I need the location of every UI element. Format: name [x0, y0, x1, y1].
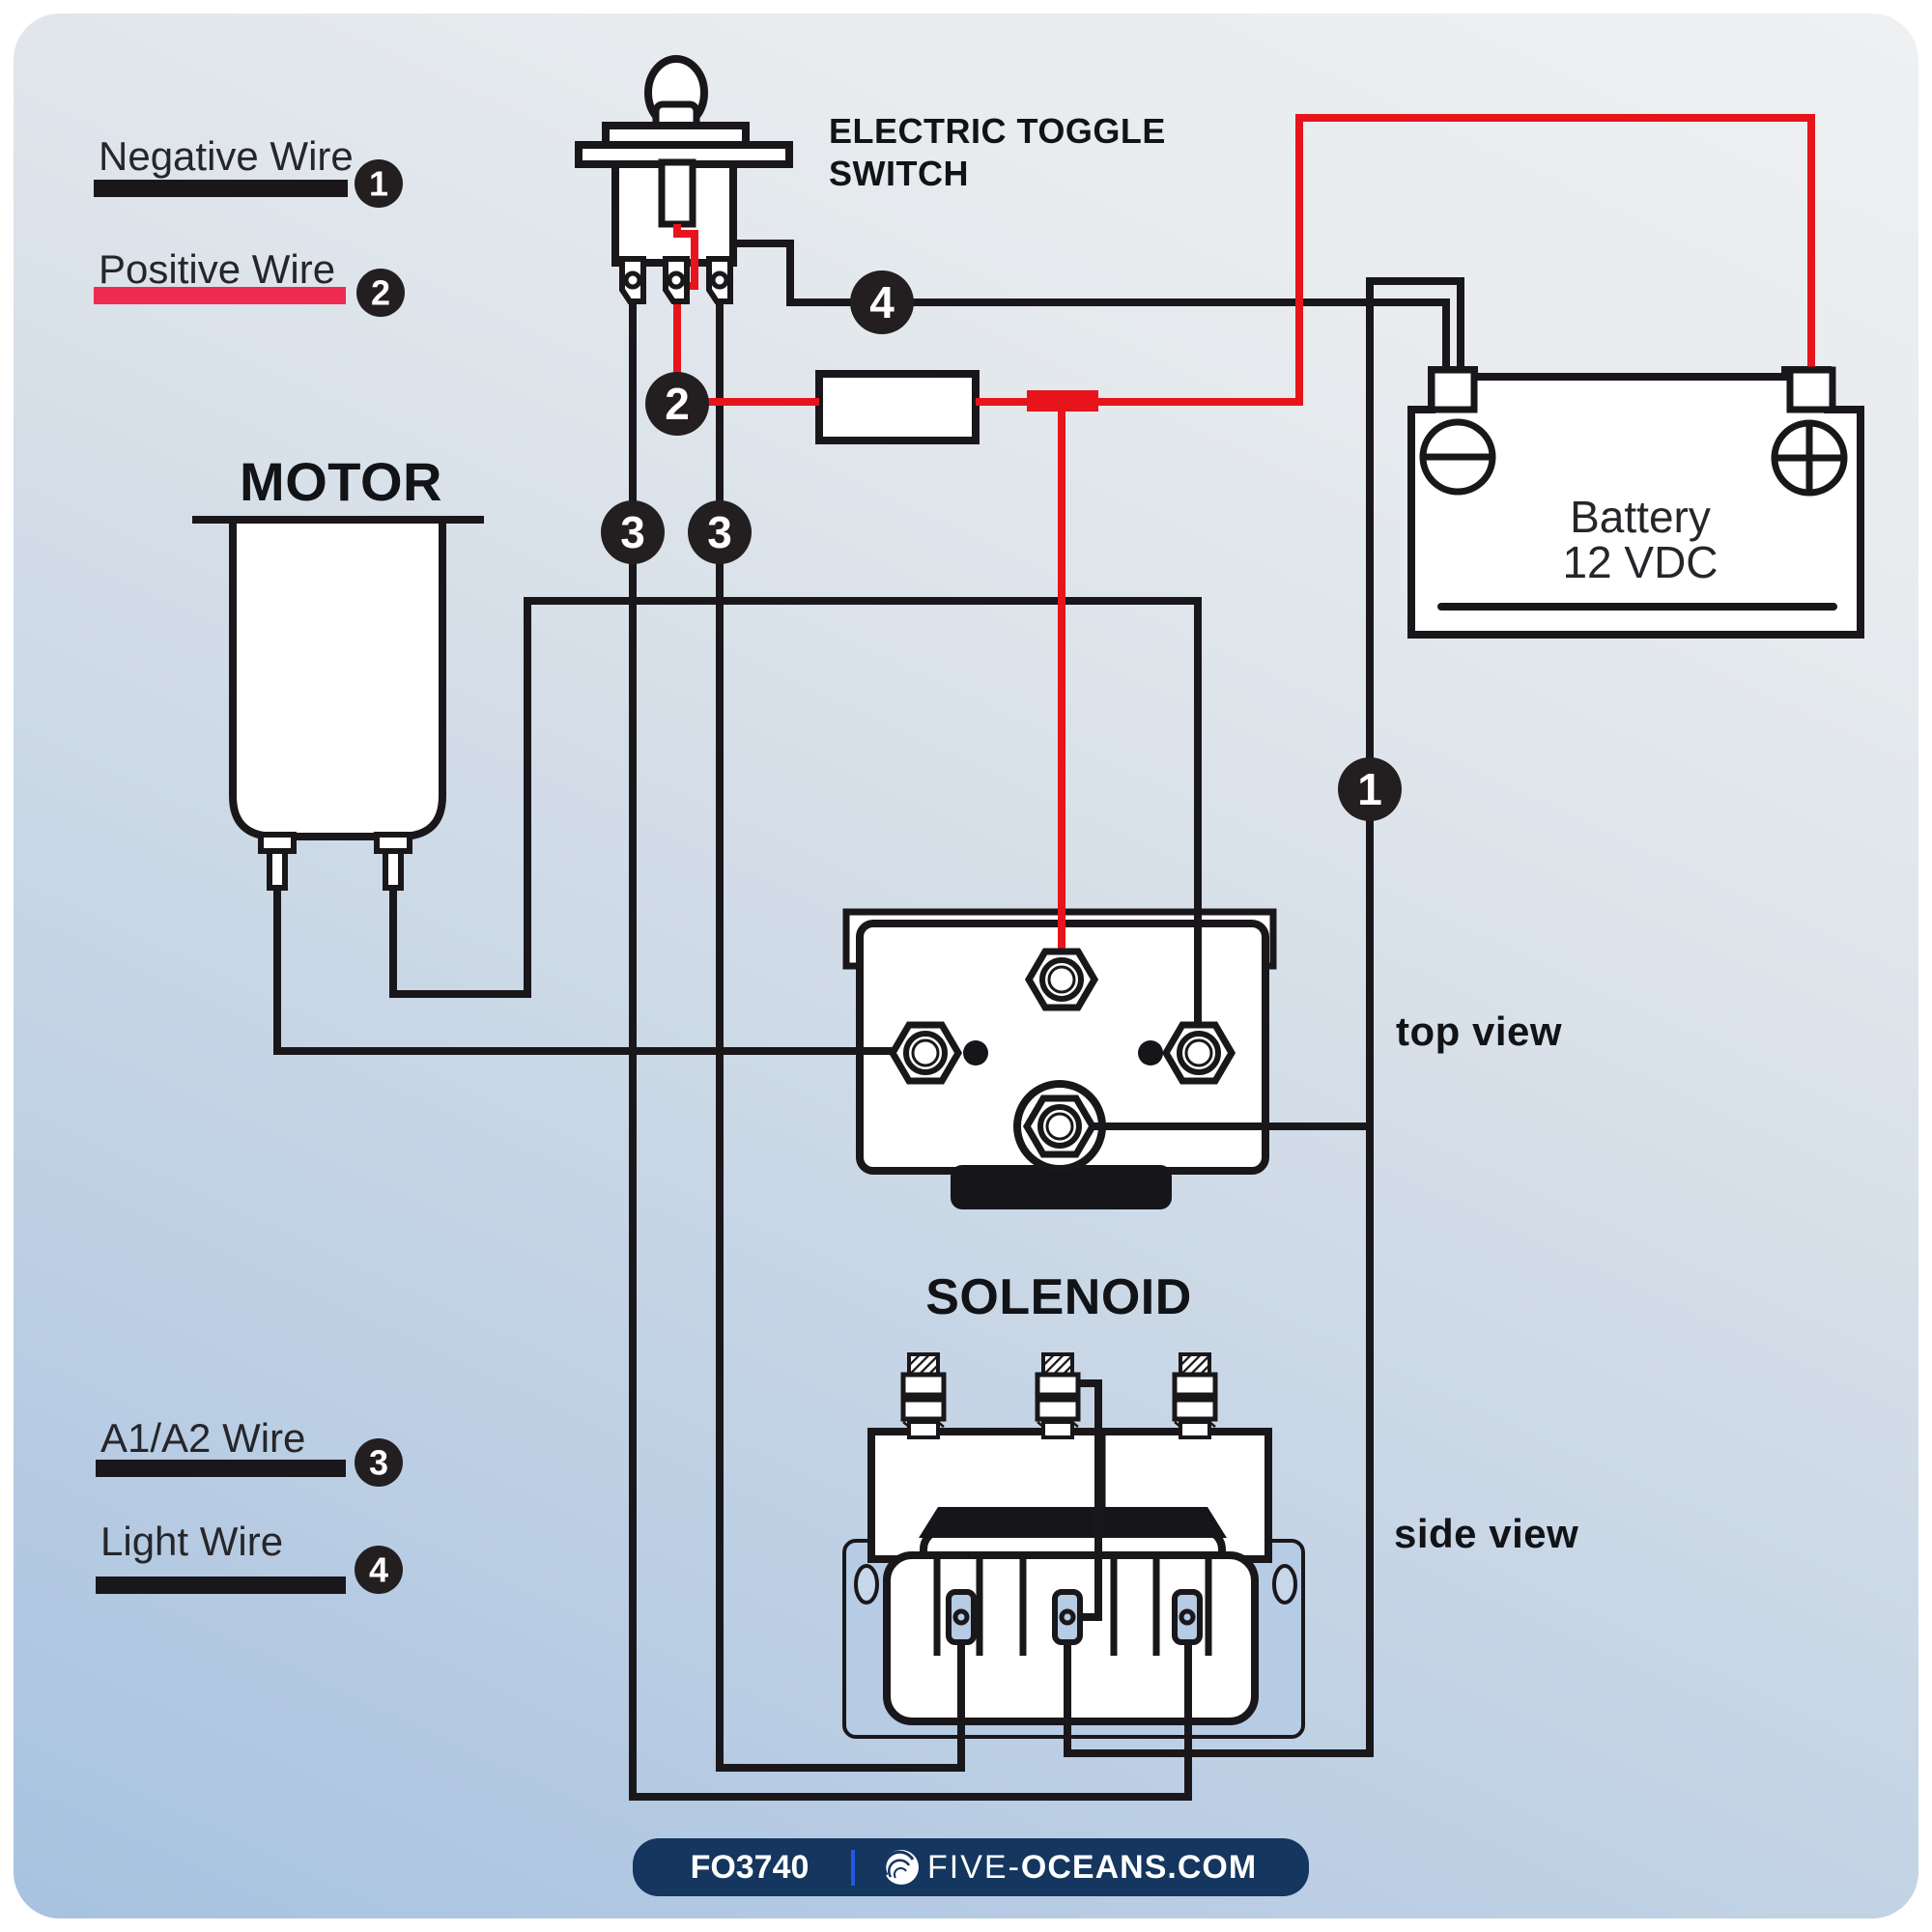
solenoid-nut-right [1161, 1021, 1236, 1085]
wire-badge-3-right-number: 3 [707, 507, 732, 557]
footer-bar: FO3740 FIVE-OCEANS.COM [633, 1838, 1309, 1896]
wiring-black [273, 240, 1464, 1801]
minus-symbol [1419, 418, 1496, 496]
side-stud-right [1175, 1354, 1215, 1437]
battery-label-line2: 12 VDC [1562, 537, 1718, 587]
legend-negative-wire-swatch [94, 180, 348, 197]
fuse-holder [815, 370, 980, 444]
wire-badge-1: 1 [1338, 757, 1402, 821]
wire-badge-4-number: 4 [869, 277, 895, 327]
coil-jumper-wire [1078, 1379, 1102, 1621]
footer-sku: FO3740 [691, 1849, 810, 1886]
side-spade-middle [1052, 1589, 1083, 1645]
legend-badge-1 [355, 159, 403, 208]
motor-terminal-left-pin [267, 848, 288, 891]
battery-negative-post [1428, 366, 1478, 413]
solenoid-top-view-nuts [888, 948, 1236, 1158]
solenoid-nut-top [1024, 948, 1099, 1011]
side-view-label: side view [1394, 1511, 1578, 1556]
toggle-switch-label-line1: ELECTRIC TOGGLE [829, 111, 1166, 151]
light-wire-4 [733, 240, 1450, 373]
mount-hole-right [1272, 1564, 1297, 1605]
motor-label: MOTOR [240, 451, 442, 512]
legend-negative-wire-label: Negative Wire [99, 133, 354, 179]
legend-badge-4 [355, 1546, 403, 1594]
diagram-canvas: 4 2 3 3 1 ELECTRIC TOGGLE SWITCH MO [14, 14, 1918, 1918]
plus-symbol [1771, 419, 1848, 497]
motor-wire-right [389, 597, 1202, 1036]
switch-terminal-middle-hole [667, 270, 686, 290]
side-spade-middle-hole [1059, 1608, 1076, 1626]
footer-brand: FIVE-OCEANS.COM [927, 1849, 1257, 1886]
wire-badge-3-left: 3 [601, 500, 665, 564]
battery-label-line1: Battery [1570, 492, 1711, 542]
side-spade-left [946, 1589, 977, 1645]
side-spade-right-hole [1179, 1608, 1196, 1626]
motor-illustration [192, 516, 484, 891]
side-spade-right [1172, 1589, 1203, 1645]
red-connector-junction [1027, 390, 1098, 412]
switch-terminal-right-hole [710, 270, 729, 290]
wiring-diagram: 4 2 3 3 1 ELECTRIC TOGGLE SWITCH MO [94, 55, 1864, 1896]
footer-divider [851, 1850, 855, 1886]
solenoid-fins [933, 1559, 1212, 1656]
solenoid-top-base [951, 1165, 1172, 1209]
solenoid-cap-band [919, 1507, 1227, 1538]
wiring-red [673, 114, 1815, 966]
legend-a1a2-wire-swatch [96, 1460, 346, 1477]
mount-hole-left [854, 1564, 879, 1605]
side-stud-left [903, 1354, 944, 1437]
solenoid-label: SOLENOID [925, 1269, 1192, 1325]
toggle-mechanism [658, 158, 696, 228]
negative-wire-1 [1064, 277, 1464, 1757]
wire-badge-1-number: 1 [1357, 764, 1382, 814]
top-view-label: top view [1396, 1009, 1562, 1054]
legend-light-wire-label: Light Wire [100, 1519, 283, 1564]
wire-badge-3-left-number: 3 [620, 507, 645, 557]
a1-wire-3-left [629, 296, 1192, 1801]
wire-badges: 4 2 3 3 1 [601, 270, 1402, 821]
legend-bottom: A1/A2 Wire 3 Light Wire 4 [96, 1415, 403, 1594]
five-oceans-logo-icon [883, 1850, 919, 1885]
toggle-switch-illustration [575, 55, 793, 267]
solenoid-nut-bottom [1022, 1094, 1097, 1158]
legend-light-wire-swatch [96, 1577, 346, 1594]
solenoid-nut-left [888, 1021, 963, 1085]
legend-positive-wire-swatch [94, 287, 346, 304]
solenoid-side-view [842, 1354, 1305, 1739]
legend-badge-3 [355, 1438, 403, 1487]
component-labels: ELECTRIC TOGGLE SWITCH MOTOR Battery 12 … [240, 111, 1718, 1556]
legend-positive-wire-label: Positive Wire [99, 246, 335, 292]
battery-positive-post [1786, 366, 1836, 413]
toggle-switch-terminals [619, 256, 733, 304]
solenoid-side-view-spades [946, 1589, 1203, 1645]
switch-terminal-left-hole [623, 270, 642, 290]
footer-brand-suffix: OCEANS.COM [1021, 1849, 1257, 1886]
motor-terminal-right-pin [383, 848, 404, 891]
side-stud-middle [1037, 1354, 1078, 1437]
wire-badge-2: 2 [645, 372, 709, 436]
legend-top: Negative Wire 1 Positive Wire 2 [94, 133, 405, 317]
legend-badge-2-number: 2 [371, 273, 390, 313]
footer-background [633, 1838, 1309, 1896]
wire-badge-3-right: 3 [688, 500, 752, 564]
wire-badge-2-number: 2 [665, 379, 690, 429]
motor-wire-left [273, 885, 906, 1055]
legend-badge-3-number: 3 [369, 1443, 388, 1483]
legend-badge-1-number: 1 [369, 164, 388, 204]
solenoid-rivet-right [1138, 1040, 1163, 1065]
side-spade-left-hole [952, 1608, 970, 1626]
motor-body [229, 516, 446, 840]
wire-badge-4: 4 [850, 270, 914, 334]
legend-badge-4-number: 4 [369, 1550, 388, 1590]
positive-wire-to-battery [976, 114, 1815, 406]
legend-badge-2 [356, 269, 405, 317]
footer-brand-prefix: FIVE- [927, 1849, 1021, 1886]
legend-a1a2-wire-label: A1/A2 Wire [100, 1415, 305, 1461]
toggle-switch-label-line2: SWITCH [829, 154, 969, 193]
a2-wire-3-right [716, 296, 965, 1772]
solenoid-rivet-left [963, 1040, 988, 1065]
